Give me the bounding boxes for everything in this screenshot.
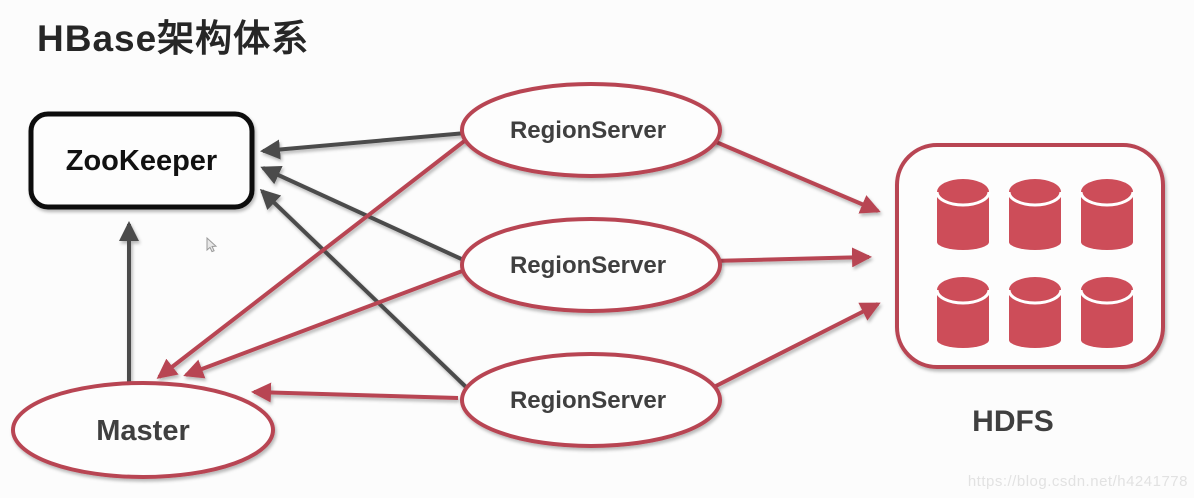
zookeeper-label: ZooKeeper (66, 145, 217, 177)
regionserver-label: RegionServer (510, 387, 666, 414)
database-cylinder-icon (1007, 177, 1063, 252)
database-cylinder-icon (1007, 275, 1063, 350)
edge-regionserver1-to-hdfs (708, 137, 881, 214)
node-hdfs: HDFS (895, 143, 1165, 438)
database-cylinder-icon (1079, 275, 1135, 350)
node-regionserver-1: RegionServer (460, 82, 722, 178)
node-regionserver-2: RegionServer (460, 217, 722, 313)
edge-regionserver3-to-master (251, 382, 459, 403)
regionserver-label: RegionServer (510, 117, 666, 144)
master-label: Master (96, 415, 190, 447)
edge-regionserver1-to-master (156, 137, 469, 379)
edge-regionserver2-to-master (183, 268, 466, 379)
database-cylinder-icon (935, 177, 991, 252)
edge-regionserver1-to-zookeeper (260, 131, 467, 160)
node-master: Master (11, 381, 275, 479)
page-title: HBase架构体系 (37, 18, 310, 59)
regionserver-label: RegionServer (510, 252, 666, 279)
database-cylinder-icon (1079, 177, 1135, 252)
mouse-cursor-icon (206, 236, 218, 253)
node-regionserver-3: RegionServer (460, 352, 722, 448)
edge-regionserver3-to-zookeeper (259, 188, 468, 389)
edge-regionserver3-to-hdfs (707, 302, 881, 392)
hdfs-label: HDFS (972, 405, 1054, 438)
node-zookeeper: ZooKeeper (28, 111, 255, 210)
database-cylinder-icon (935, 275, 991, 350)
edge-regionserver2-to-hdfs (710, 247, 872, 268)
watermark-text: https://blog.csdn.net/h4241778 (967, 473, 1188, 490)
